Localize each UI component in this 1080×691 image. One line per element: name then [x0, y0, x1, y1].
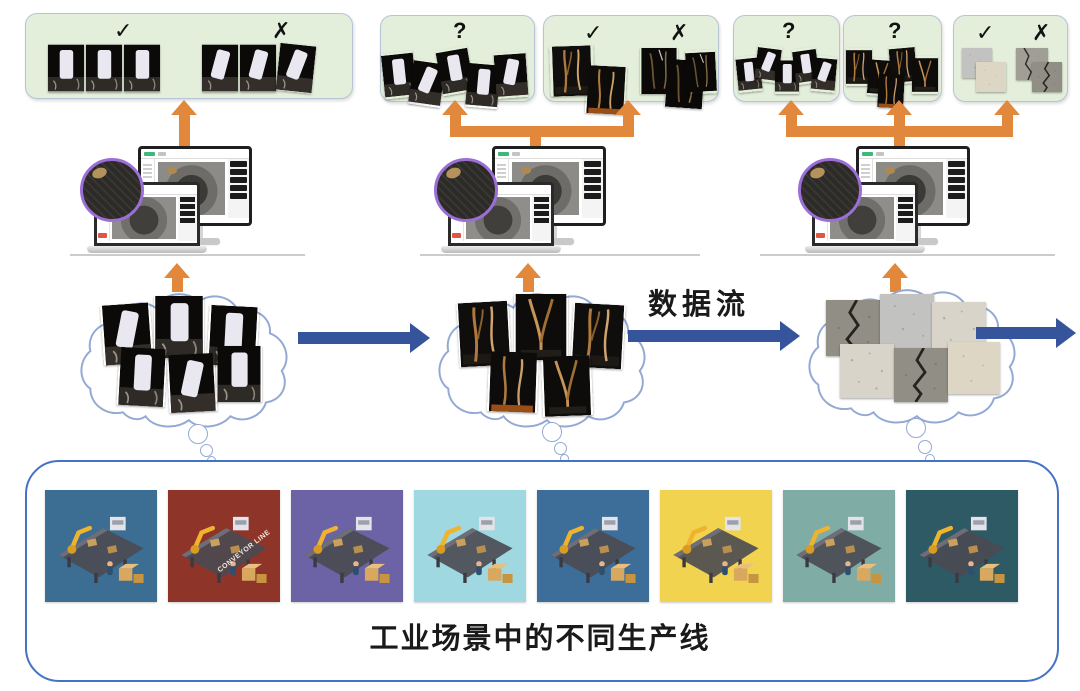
- data-flow-arrow-3: [976, 318, 1076, 348]
- upload-arrow-head: [515, 263, 541, 278]
- sample-thumbnail: [216, 346, 262, 402]
- sample-thumbnail: [514, 294, 568, 360]
- branch-arrow-right: [623, 114, 634, 127]
- annotation-workstation-2: [434, 146, 614, 260]
- cloud-tail-bubble: [906, 418, 926, 438]
- cross-icon: ✗: [272, 18, 291, 43]
- sample-thumbnail: [487, 351, 539, 413]
- desk-line: [70, 254, 305, 256]
- data-cloud-2: [436, 286, 654, 434]
- upload-arrow-head: [442, 100, 468, 115]
- upload-arrow: [172, 277, 183, 292]
- upload-arrow-head: [778, 100, 804, 115]
- defect-mark: [167, 167, 178, 175]
- branch-arrow-bar: [450, 126, 634, 137]
- sample-thumbnail: [117, 347, 168, 407]
- sample-thumbnail: [840, 344, 894, 398]
- sample-thumbnail: [976, 62, 1006, 92]
- cross-icon: ✗: [1032, 20, 1051, 45]
- upload-arrow-head: [886, 100, 912, 115]
- factory-scene-tile: [906, 490, 1018, 602]
- data-cloud-1: [78, 286, 296, 434]
- factory-scene-tile: [783, 490, 895, 602]
- sample-thumbnail: [810, 55, 837, 93]
- sample-thumbnail: [124, 44, 160, 92]
- panel-caption: 工业场景中的不同生产线: [369, 623, 711, 655]
- sample-thumbnail: [880, 294, 934, 348]
- sample-thumbnail: [167, 353, 218, 413]
- sample-thumbnail: [240, 44, 276, 92]
- question-icon: ?: [888, 18, 902, 43]
- check-icon: ✓: [114, 18, 133, 43]
- stage2-unknown-box: ?: [380, 15, 535, 102]
- data-flow-arrow-1: [298, 323, 430, 353]
- upload-arrow-head: [164, 263, 190, 278]
- annotation-workstation-1: [80, 146, 260, 260]
- branch-arrow-stem: [530, 133, 541, 153]
- magnifier-zoom-circle: [434, 158, 498, 222]
- sample-thumbnail: [493, 51, 528, 99]
- data-flow-label: 数据流: [648, 289, 751, 321]
- sample-thumbnail: [86, 44, 122, 92]
- sample-thumbnail: [202, 44, 238, 92]
- cloud-tail-bubble: [918, 440, 932, 454]
- sample-thumbnail: [541, 355, 593, 417]
- upload-arrow-head: [171, 100, 197, 115]
- factory-scene-tile: [414, 490, 526, 602]
- sample-thumbnail: [48, 44, 84, 92]
- defect-mark: [90, 165, 109, 181]
- factory-scene-tile: CONVEYOR LINE: [168, 490, 280, 602]
- upload-arrow-head: [994, 100, 1020, 115]
- cloud-tail-bubble: [188, 424, 208, 444]
- branch-arrow-stem: [894, 133, 905, 153]
- cross-icon: ✗: [670, 20, 689, 45]
- desk-line: [760, 254, 1055, 256]
- sample-thumbnail: [276, 42, 317, 94]
- stage2-label-box: ✓ ✗: [543, 15, 719, 102]
- magnifier-zoom-circle: [798, 158, 862, 222]
- cloud-tail-bubble: [200, 444, 213, 457]
- stage3-unknown-box-1: ?: [733, 15, 840, 102]
- app-toolbar: [141, 149, 249, 159]
- stage3-unknown-box-2: ?: [843, 15, 942, 102]
- upload-arrow-head: [615, 100, 641, 115]
- branch-arrow-mid: [894, 114, 905, 127]
- toolbar-button: [144, 151, 155, 156]
- branch-arrow-left: [450, 114, 461, 127]
- magnifier-zoom-circle: [80, 158, 144, 222]
- record-button: [98, 233, 107, 238]
- check-icon: ✓: [976, 20, 995, 45]
- upload-arrow: [523, 277, 534, 292]
- factory-tiles-row: CONVEYOR LINE: [45, 490, 1018, 602]
- sample-thumbnail: [948, 342, 1000, 394]
- toolbar-button: [158, 151, 166, 156]
- cloud-tail-bubble: [542, 422, 562, 442]
- thumbnail-strip: [228, 159, 249, 218]
- branch-arrow-bar: [786, 126, 1013, 137]
- factory-scene-tile: [291, 490, 403, 602]
- branch-arrow-left: [786, 114, 797, 127]
- stage1-label-box: ✓ ✗: [25, 13, 353, 99]
- stage3-label-box: ✓ ✗: [953, 15, 1068, 102]
- check-icon: ✓: [584, 20, 603, 45]
- factory-scene-tile: [45, 490, 157, 602]
- branch-arrow-right: [1002, 114, 1013, 127]
- question-icon: ?: [453, 18, 467, 43]
- sample-thumbnail: [894, 348, 948, 402]
- factory-scene-tile: [660, 490, 772, 602]
- annotation-workstation-3: [798, 146, 978, 260]
- upload-arrow: [890, 277, 901, 292]
- desk-line: [420, 254, 700, 256]
- upload-arrow-head: [882, 263, 908, 278]
- sample-thumbnail: [685, 49, 717, 95]
- sample-thumbnail: [912, 56, 938, 94]
- factory-scene-tile: [537, 490, 649, 602]
- upload-arrow: [179, 114, 190, 148]
- question-icon: ?: [782, 18, 796, 43]
- data-flow-arrow-2: [628, 321, 800, 351]
- sample-thumbnail: [1032, 62, 1062, 92]
- data-cloud-3: [806, 282, 1024, 430]
